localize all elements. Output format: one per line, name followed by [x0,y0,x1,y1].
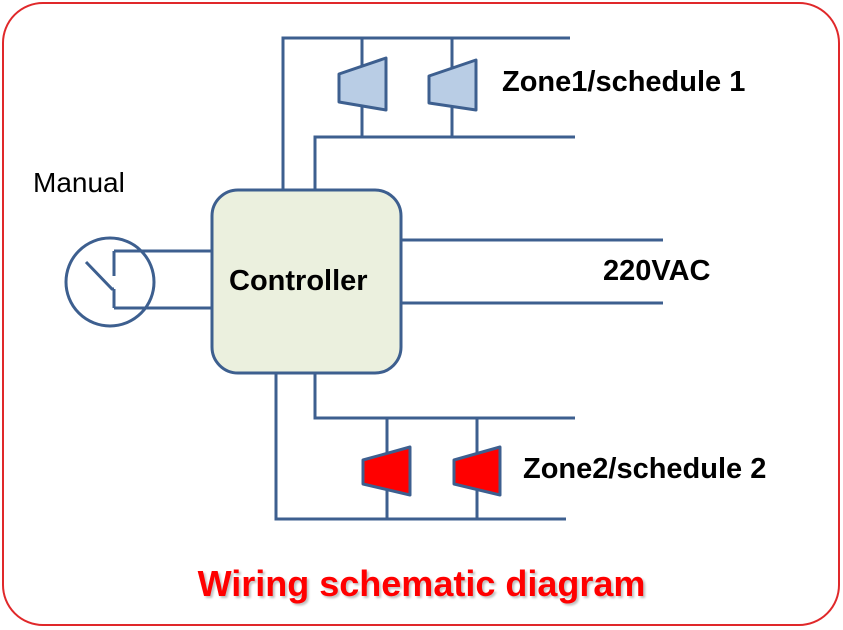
zone2-valve-2-icon [452,445,502,497]
zone1-upper-wire [281,36,570,190]
zone2-lower-wire [274,373,566,521]
manual-label: Manual [33,167,125,198]
zone2-label: Zone2/schedule 2 [523,453,767,485]
zone2-upper-wire [313,373,575,420]
diagram-title: Wiring schematic diagram [197,563,646,604]
zone1-valve-2-icon [427,58,478,112]
controller-box [210,188,403,375]
zone1-lower-wire [313,135,575,190]
zone2-valve-1-icon [361,445,412,497]
voltage-label: 220VAC [603,255,711,287]
zone1-label: Zone1/schedule 1 [502,66,746,98]
controller-label: Controller [229,265,368,297]
zone1-valve-1-icon [337,56,388,112]
clock-switch-icon [64,236,156,328]
